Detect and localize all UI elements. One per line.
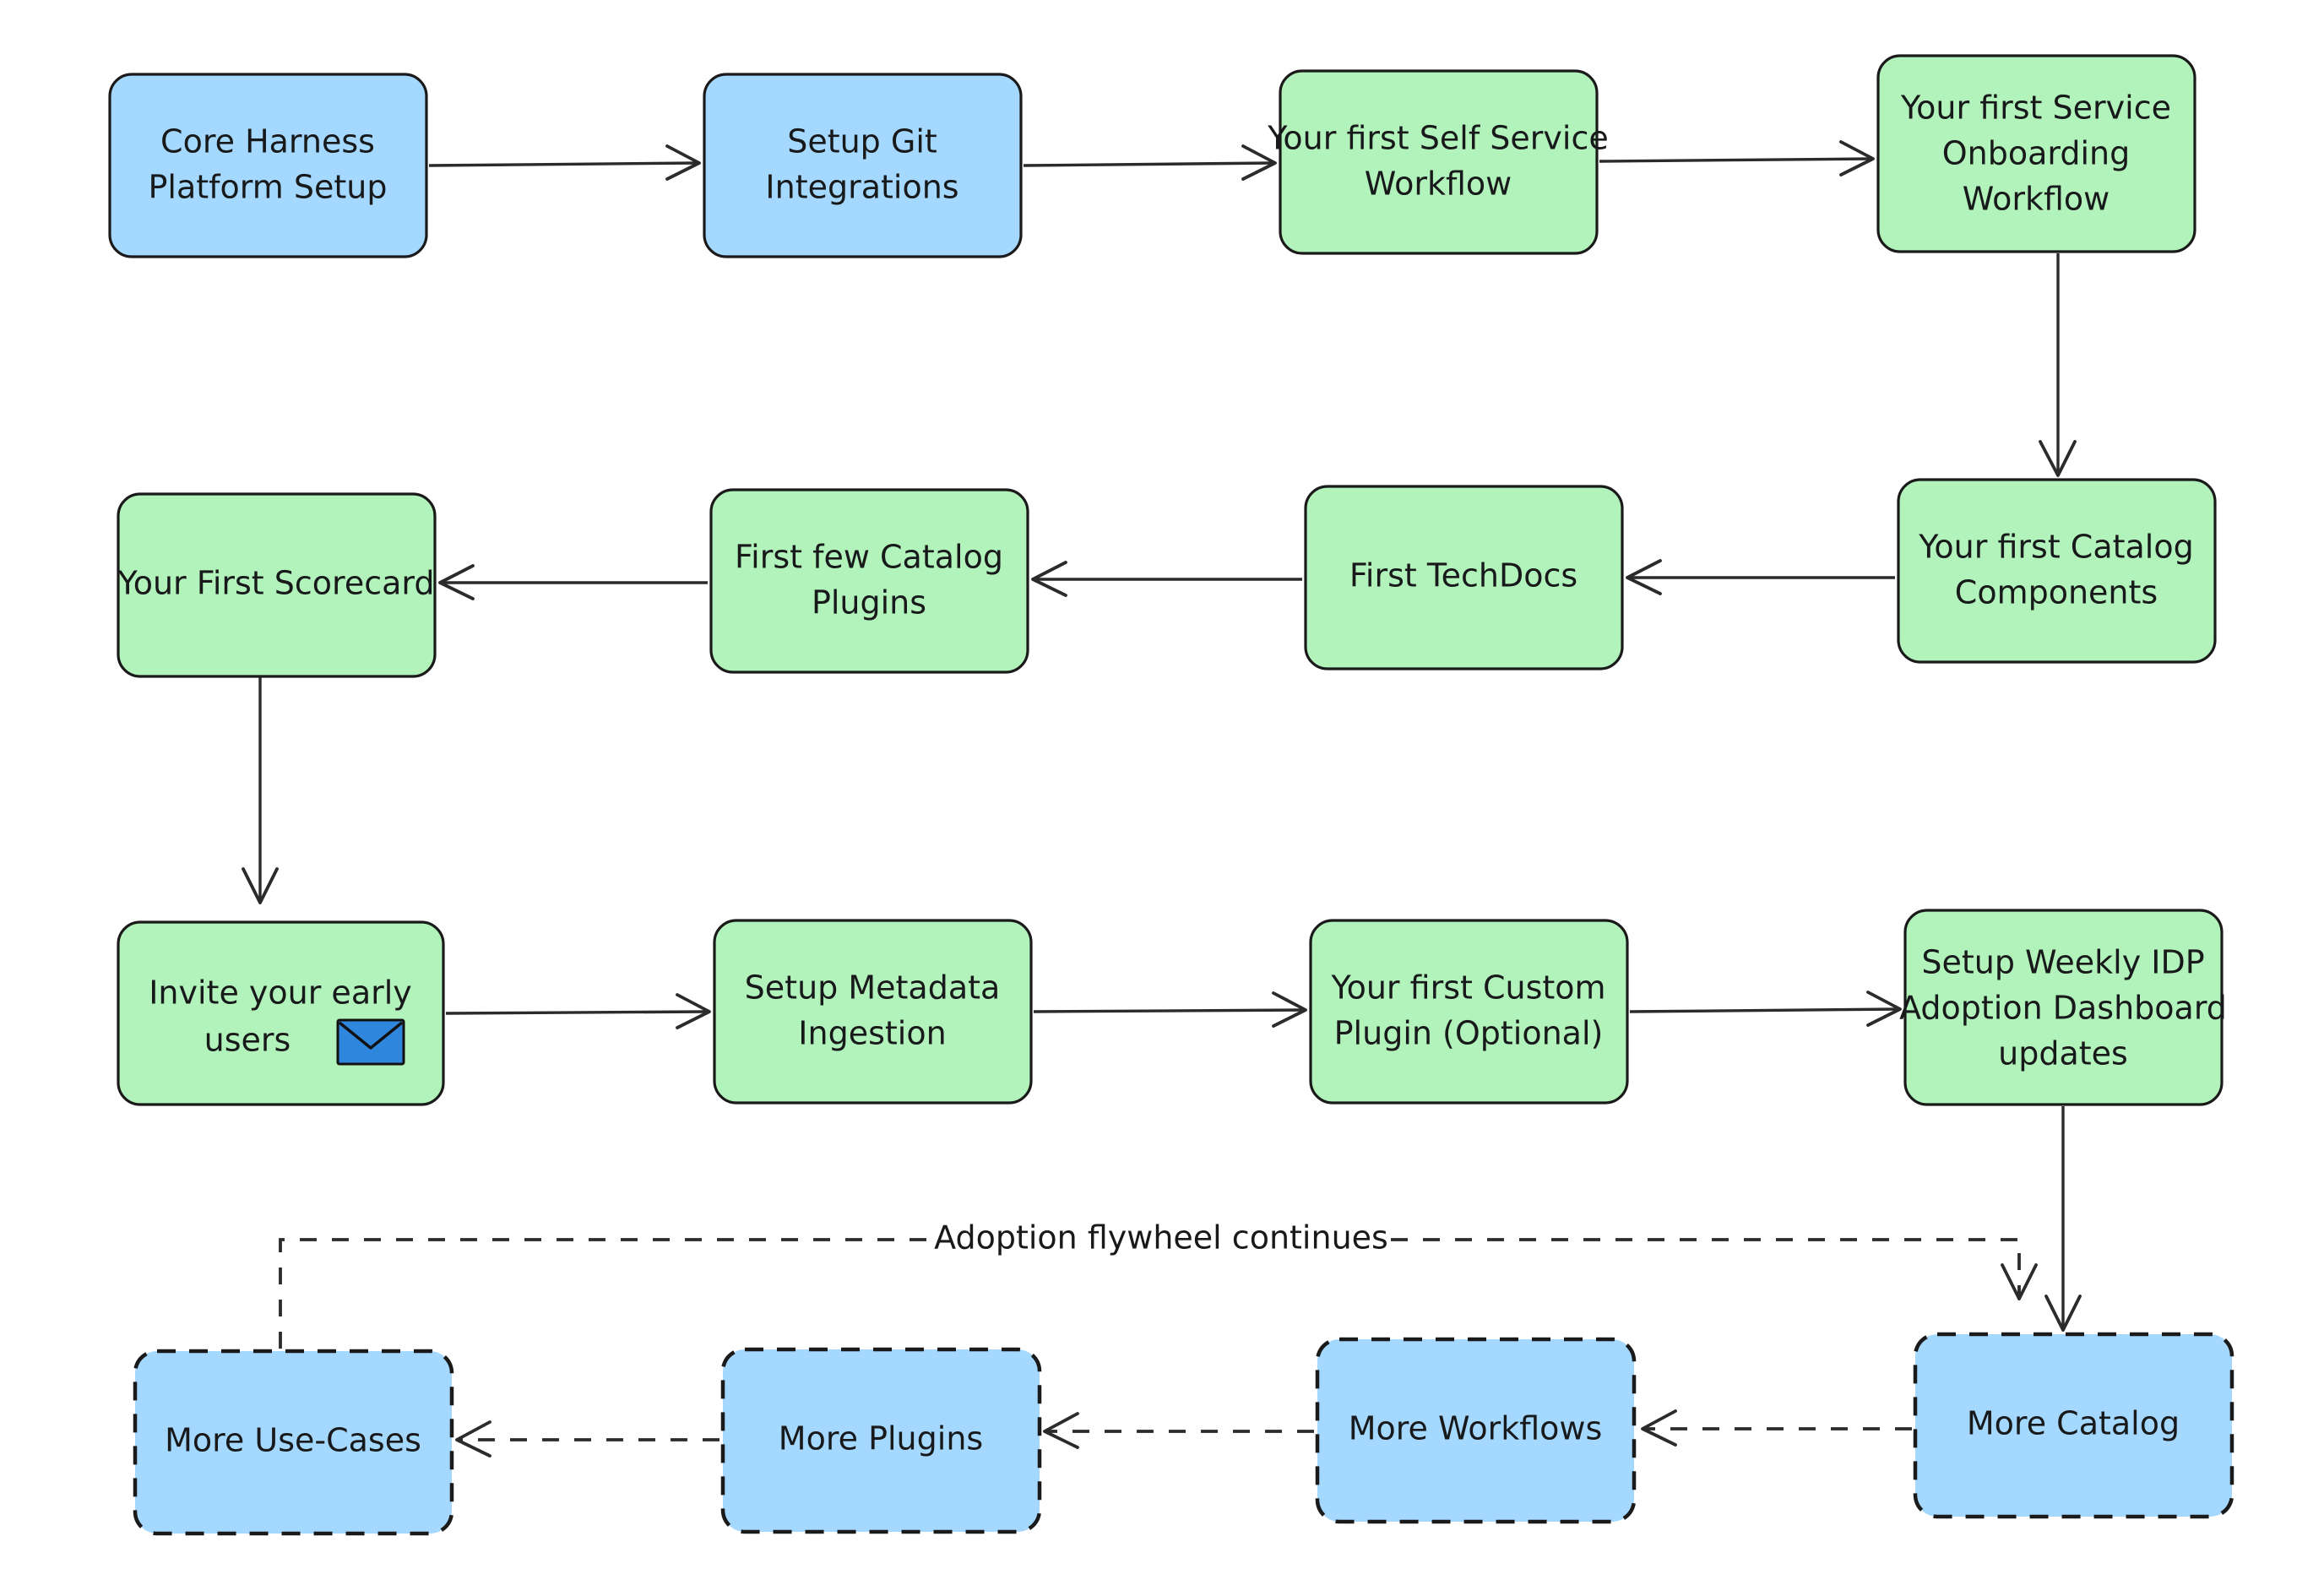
- node-shape[interactable]: [1309, 919, 1629, 1105]
- node-your-first-catalog-components[interactable]: Your first Catalog Components: [1897, 478, 2217, 664]
- node-setup-weekly-idp-adoption-dashboard-updates[interactable]: Setup Weekly IDP Adoption Dashboard upda…: [1899, 909, 2227, 1106]
- node-shape[interactable]: [1897, 478, 2217, 664]
- node-your-first-custom-plugin-optional[interactable]: Your first Custom Plugin (Optional): [1309, 919, 1629, 1105]
- node-label-line-2: users: [204, 1022, 291, 1059]
- node-your-first-service-onboarding-workflow[interactable]: Your first Service Onboarding Workflow: [1876, 54, 2196, 253]
- edge-scorecard-to-invite-users: [242, 676, 279, 904]
- node-label-line-2: Plugin (Optional): [1334, 1015, 1604, 1052]
- node-label-line-2: Components: [1955, 574, 2158, 611]
- node-more-workflows[interactable]: More Workflows: [1315, 1337, 1637, 1524]
- node-label-line-1: Invite your early: [149, 974, 412, 1012]
- node-shape[interactable]: [117, 492, 437, 678]
- node-label-line-1: More Use-Cases: [165, 1422, 421, 1459]
- node-label-line-1: Setup Metadata: [745, 969, 1001, 1007]
- node-label-line-2: Workflow: [1365, 166, 1512, 203]
- node-shape[interactable]: [703, 73, 1023, 258]
- edge-more-workflows-to-more-plugins: [1043, 1412, 1314, 1449]
- envelope-icon: [336, 1018, 405, 1066]
- node-label-line-1: First few Catalog: [735, 539, 1003, 576]
- node-your-first-scorecard[interactable]: Your First Scorecard: [117, 492, 437, 678]
- edge-weekly-dashboard-to-more-catalog: [2044, 1106, 2082, 1332]
- edge-custom-plugin-to-weekly-dashboard: [1629, 991, 1902, 1027]
- node-shape[interactable]: [713, 919, 1033, 1105]
- node-invite-your-early-users[interactable]: Invite your early users: [117, 920, 445, 1106]
- edge-more-catalog-to-more-workflows: [1641, 1409, 1912, 1447]
- node-shape[interactable]: [1876, 54, 2196, 253]
- node-label-line-1: Setup Git: [787, 123, 937, 160]
- node-core-harness-platform-setup[interactable]: Core Harness Platform Setup: [108, 73, 428, 258]
- node-setup-metadata-ingestion[interactable]: Setup Metadata Ingestion: [713, 919, 1033, 1105]
- node-more-plugins[interactable]: More Plugins: [720, 1347, 1042, 1534]
- edge-catalog-components-to-techdocs: [1626, 559, 1895, 595]
- edge-onboarding-to-catalog-components: [2039, 253, 2077, 477]
- node-label-line-1: Core Harness: [160, 123, 375, 160]
- edge-metadata-ingestion-to-custom-plugin: [1033, 991, 1307, 1028]
- node-shape[interactable]: [117, 920, 445, 1106]
- node-shape[interactable]: [1304, 485, 1624, 670]
- node-shape[interactable]: [720, 1347, 1042, 1534]
- node-label-line-2: Plugins: [812, 584, 926, 622]
- edge-core-to-git: [428, 144, 701, 181]
- node-label-line-1: Your first Catalog: [1918, 529, 2193, 566]
- node-label-line-3: updates: [1998, 1035, 2128, 1072]
- node-label-line-1: First TechDocs: [1349, 557, 1577, 594]
- nodes-layer: Core Harness Platform Setup Setup Git In…: [108, 54, 2234, 1536]
- edge-techdocs-to-catalog-plugins: [1031, 561, 1302, 597]
- edge-self-service-to-onboarding: [1599, 140, 1875, 176]
- node-label-line-1: Your first Self Service: [1267, 120, 1609, 157]
- node-shape[interactable]: [1913, 1332, 2234, 1519]
- node-shape[interactable]: [709, 488, 1029, 674]
- edge-catalog-plugins-to-scorecard: [438, 564, 708, 600]
- node-first-few-catalog-plugins[interactable]: First few Catalog Plugins: [709, 488, 1029, 674]
- node-label-line-2: Adoption Dashboard: [1899, 990, 2227, 1027]
- edges-layer: Adoption flywheel continues: [242, 140, 2082, 1458]
- node-first-techdocs[interactable]: First TechDocs: [1304, 485, 1624, 670]
- node-setup-git-integrations[interactable]: Setup Git Integrations: [703, 73, 1023, 258]
- node-label-line-2: Ingestion: [798, 1015, 946, 1052]
- edge-git-to-self-service: [1023, 144, 1277, 181]
- node-more-catalog[interactable]: More Catalog: [1913, 1332, 2234, 1519]
- node-label-line-1: Your first Service: [1900, 90, 2171, 127]
- node-label-line-1: More Catalog: [1967, 1405, 2180, 1442]
- node-shape[interactable]: [133, 1349, 454, 1536]
- node-shape[interactable]: [1903, 909, 2224, 1106]
- node-label-line-1: More Workflows: [1349, 1410, 1603, 1447]
- node-label-line-1: Setup Weekly IDP: [1921, 944, 2204, 981]
- node-label-line-3: Workflow: [1963, 181, 2110, 218]
- node-label-line-1: Your First Scorecard: [117, 565, 435, 602]
- flywheel-label-text: Adoption flywheel continues: [934, 1219, 1388, 1257]
- node-label-line-2: Integrations: [765, 169, 958, 206]
- edge-invite-users-to-metadata-ingestion: [445, 993, 711, 1029]
- node-label-line-1: Your first Custom: [1330, 969, 1605, 1007]
- node-label-line-2: Onboarding: [1942, 135, 2131, 172]
- flywheel-label: Adoption flywheel continues: [933, 1214, 1389, 1265]
- node-more-use-cases[interactable]: More Use-Cases: [133, 1349, 454, 1536]
- node-label-line-1: More Plugins: [779, 1420, 983, 1458]
- node-shape[interactable]: [1279, 69, 1599, 255]
- node-label-line-2: Platform Setup: [149, 169, 388, 206]
- edge-more-plugins-to-more-use-cases: [455, 1420, 719, 1458]
- node-shape[interactable]: [1315, 1337, 1637, 1524]
- node-your-first-self-service-workflow[interactable]: Your first Self Service Workflow: [1267, 69, 1609, 255]
- node-shape[interactable]: [108, 73, 428, 258]
